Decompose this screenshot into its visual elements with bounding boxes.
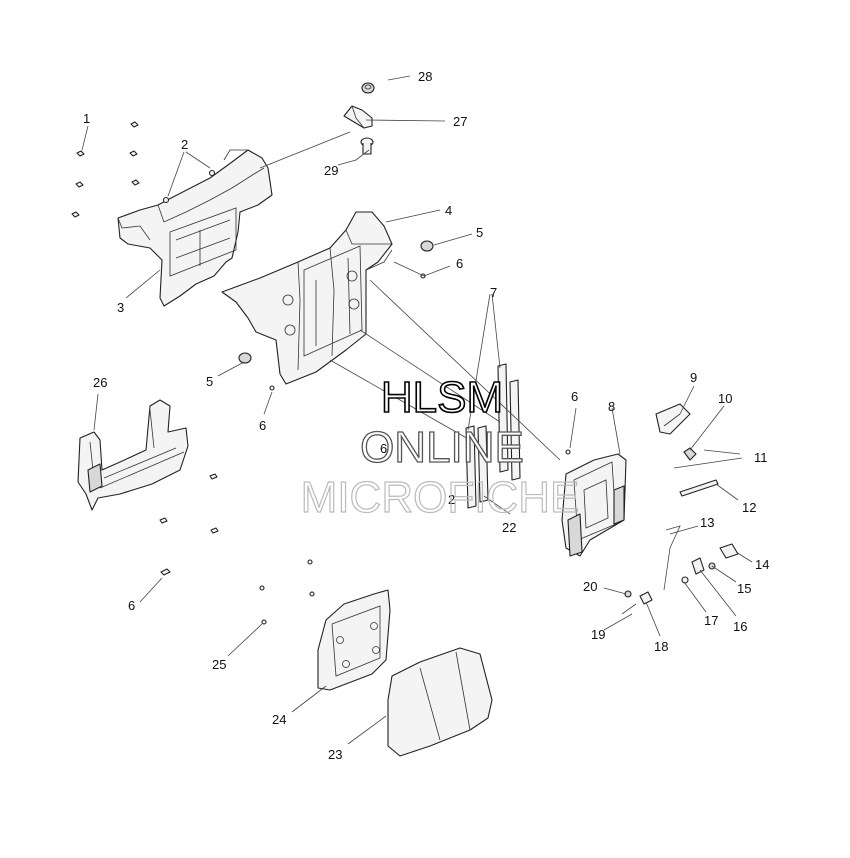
callout-18: 18 bbox=[654, 639, 668, 654]
callout-14: 14 bbox=[755, 557, 769, 572]
watermark: HLSM ONLINE MICROFICHE bbox=[300, 372, 580, 522]
callout-17: 17 bbox=[704, 613, 718, 628]
parts-15-16-17 bbox=[681, 557, 716, 584]
leader-lines bbox=[81, 75, 753, 745]
watermark-line-2: ONLINE bbox=[360, 423, 524, 472]
callout-16: 16 bbox=[733, 619, 747, 634]
part-14-clip bbox=[719, 543, 739, 559]
callout-9: 9 bbox=[690, 370, 697, 385]
part-3-upper-bracket bbox=[117, 149, 273, 307]
callout-7: 7 bbox=[490, 285, 497, 300]
parts-18-19-20 bbox=[621, 590, 653, 615]
watermark-line-1: HLSM bbox=[381, 373, 503, 422]
callout-6d: 6 bbox=[571, 389, 578, 404]
callout-4: 4 bbox=[445, 203, 452, 218]
part-2-bolts bbox=[162, 169, 216, 204]
part-8-seatback-plate bbox=[561, 453, 627, 557]
callout-22: 22 bbox=[502, 520, 516, 535]
callout-labels: 28 27 29 1 2 3 4 5 6 5 6 7 6 2 22 6 8 9 … bbox=[83, 69, 769, 762]
callout-1: 1 bbox=[83, 111, 90, 126]
callout-15: 15 bbox=[737, 581, 751, 596]
part-4-main-frame bbox=[221, 211, 393, 385]
part-13-lever-rod bbox=[663, 525, 681, 591]
callout-2b: 2 bbox=[448, 492, 455, 507]
callout-12: 12 bbox=[742, 500, 756, 515]
watermark-line-3: MICROFICHE bbox=[301, 473, 580, 522]
part-5-nuts bbox=[238, 240, 434, 364]
callout-20: 20 bbox=[583, 579, 597, 594]
callout-27: 27 bbox=[453, 114, 467, 129]
callout-2: 2 bbox=[181, 137, 188, 152]
part-22-slides bbox=[477, 379, 521, 503]
part-26-seat-base bbox=[77, 399, 189, 511]
callout-6a: 6 bbox=[456, 256, 463, 271]
callout-5b: 5 bbox=[206, 374, 213, 389]
callout-13: 13 bbox=[700, 515, 714, 530]
part-11-pins bbox=[673, 449, 743, 469]
part-29-bolt bbox=[360, 137, 374, 155]
callout-10: 10 bbox=[718, 391, 732, 406]
part-7-rails bbox=[465, 363, 509, 509]
callout-19: 19 bbox=[591, 627, 605, 642]
callout-25: 25 bbox=[212, 657, 226, 672]
callout-23: 23 bbox=[328, 747, 342, 762]
callout-5a: 5 bbox=[476, 225, 483, 240]
part-9-latch bbox=[655, 403, 691, 435]
part-12-rod bbox=[679, 479, 719, 497]
part-23-cushion bbox=[387, 647, 493, 757]
callout-6c: 6 bbox=[380, 441, 387, 456]
callout-6b: 6 bbox=[259, 418, 266, 433]
callout-24: 24 bbox=[272, 712, 286, 727]
part-10-knob bbox=[683, 447, 697, 461]
callout-6e: 6 bbox=[128, 598, 135, 613]
callout-28: 28 bbox=[418, 69, 432, 84]
part-28-nut bbox=[361, 82, 375, 94]
callout-26: 26 bbox=[93, 375, 107, 390]
callout-29: 29 bbox=[324, 163, 338, 178]
part-25-screws bbox=[259, 559, 315, 625]
part-6-screws bbox=[159, 273, 571, 576]
callout-8: 8 bbox=[608, 399, 615, 414]
callout-11: 11 bbox=[754, 450, 768, 465]
callout-3: 3 bbox=[117, 300, 124, 315]
part-24-seatback-bracket bbox=[317, 589, 391, 691]
part-1-screws bbox=[71, 121, 140, 218]
part-27-clamp bbox=[343, 105, 373, 129]
